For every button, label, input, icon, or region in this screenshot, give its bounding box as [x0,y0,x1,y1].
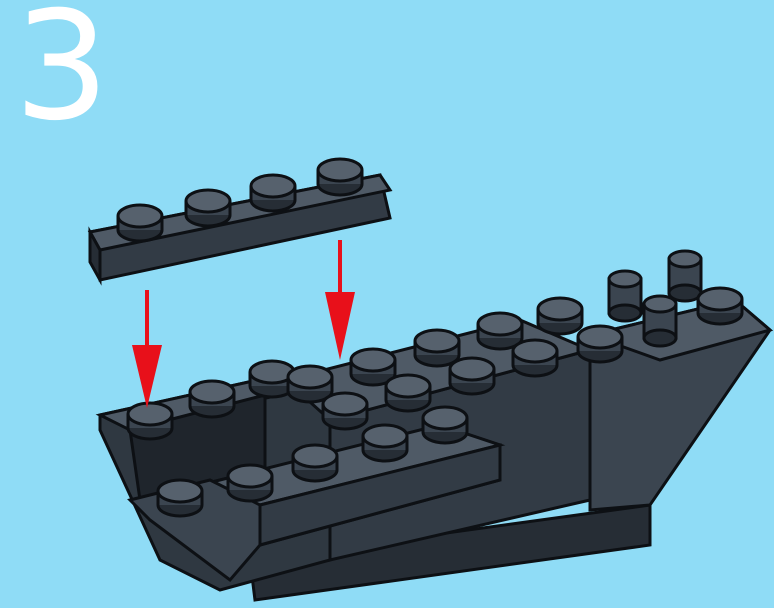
boat-hull-assembly [100,251,770,600]
arrow-left [132,290,162,408]
1x4-plate [90,159,390,280]
arrow-right [325,240,355,360]
